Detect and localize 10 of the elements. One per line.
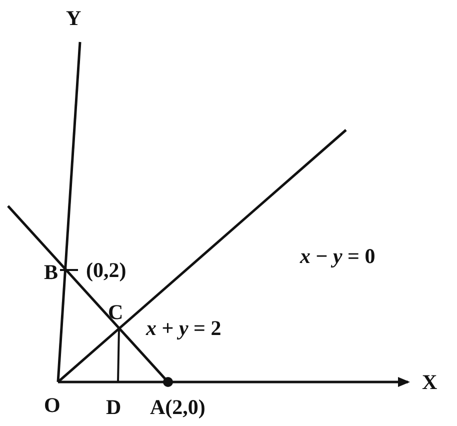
axis-label: X [422,372,438,393]
coordinate-label: (0,2) [86,260,126,281]
point-label: A(2,0) [150,397,206,418]
equation-label: x + y = 2 [146,318,222,339]
point-label: C [108,302,124,323]
equation-label: x − y = 0 [300,246,376,267]
point-label: B [44,262,58,283]
axis-label: Y [66,8,82,29]
axis-label: O [44,395,60,416]
point-label: D [106,397,122,418]
